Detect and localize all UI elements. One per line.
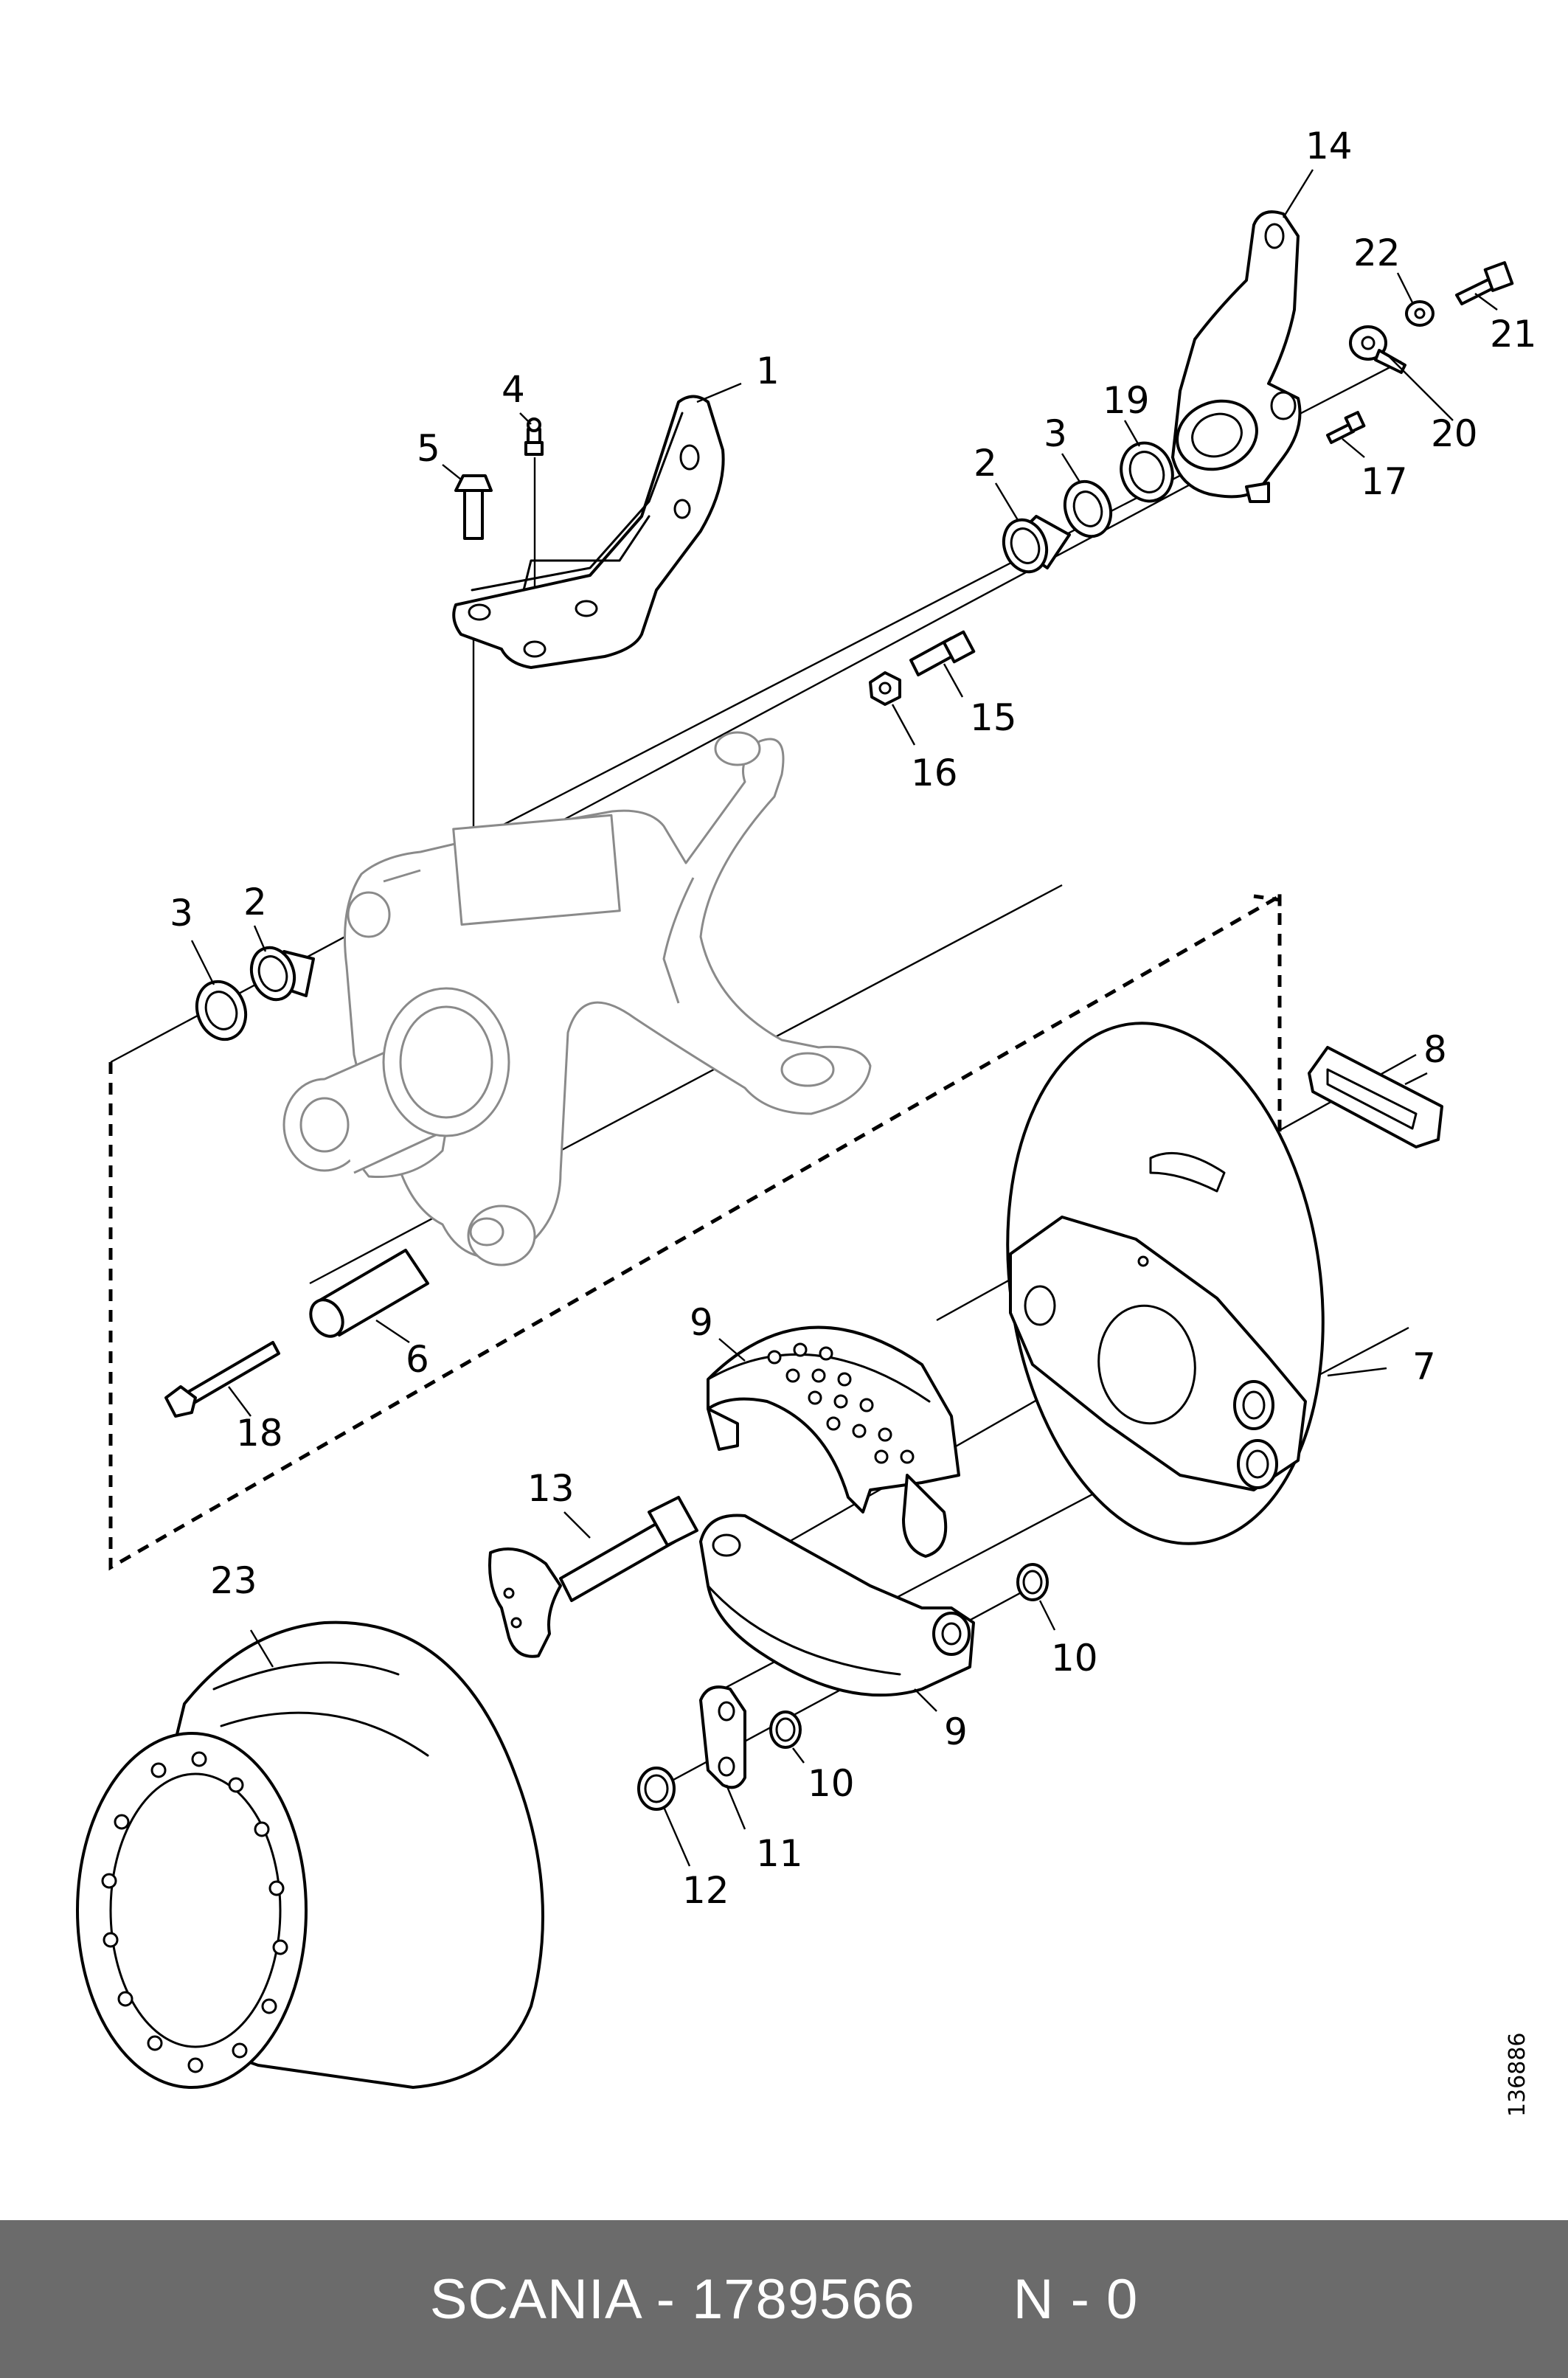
callout-22: 22 <box>1353 232 1401 274</box>
callout-20: 20 <box>1431 412 1478 455</box>
callout-11: 11 <box>756 1832 803 1875</box>
callout-16: 16 <box>911 752 958 794</box>
assembly-boundary-dashed-right <box>1253 894 1282 1173</box>
part-16-nut <box>869 671 901 706</box>
part-5-bolt <box>454 474 493 540</box>
part-14-steering-arm <box>1171 210 1302 503</box>
callout-5: 5 <box>417 427 440 470</box>
callout-19: 19 <box>1103 379 1150 422</box>
callout-14: 14 <box>1305 125 1353 167</box>
exploded-parts-diagram: 1 2 3 19 2 3 4 5 6 7 8 9 9 10 10 11 12 1… <box>76 125 1537 2089</box>
callout-13: 13 <box>527 1467 575 1510</box>
callout-15: 15 <box>970 696 1017 739</box>
part-4-grease-nipple <box>524 417 544 456</box>
callout-12: 12 <box>682 1869 729 1912</box>
part-2-bushing-upper <box>1002 515 1071 574</box>
part-19-thrust-bearing <box>1120 441 1174 503</box>
callout-18: 18 <box>236 1412 283 1455</box>
footer-bar: SCANIA - 1789566 N - 0 <box>0 2220 1568 2378</box>
part-23-brake-drum <box>76 1620 544 2089</box>
part-7-backing-plate <box>1006 1022 1325 1545</box>
part-21-screw <box>1455 261 1514 305</box>
part-22-washer <box>1405 300 1435 327</box>
part-12-circlip <box>637 1767 676 1811</box>
part-18-bolt <box>164 1341 280 1418</box>
part-9-brake-shoe-upper <box>707 1325 960 1558</box>
callout-10: 10 <box>1051 1637 1098 1679</box>
callout-17: 17 <box>1361 460 1408 503</box>
callout-9: 9 <box>944 1710 968 1753</box>
callout-9: 9 <box>690 1301 713 1344</box>
part-10-ring-upper <box>1016 1563 1049 1601</box>
part-3-seal-lower <box>195 980 248 1041</box>
part-2-bushing-lower <box>249 946 315 1002</box>
callout-4: 4 <box>502 368 525 411</box>
part-20-adjuster <box>1349 325 1406 374</box>
callout-23: 23 <box>210 1559 257 1602</box>
part-13-cam-shaft <box>488 1496 698 1658</box>
drawing-reference-number: 136886 <box>1505 2032 1530 2117</box>
part-15-bolt <box>909 630 976 676</box>
leader-lines <box>190 169 1498 1867</box>
callout-21: 21 <box>1490 313 1537 356</box>
callout-labels: 1 2 3 19 2 3 4 5 6 7 8 9 9 10 10 11 12 1… <box>170 125 1537 1912</box>
callout-10: 10 <box>808 1762 855 1805</box>
part-11-link-plate <box>699 1685 746 1789</box>
callout-3: 3 <box>1044 412 1067 455</box>
footer-part-number: SCANIA - 1789566 N - 0 <box>429 2267 1139 2331</box>
callout-2: 2 <box>974 442 997 485</box>
callout-3: 3 <box>170 892 193 935</box>
callout-8: 8 <box>1423 1028 1447 1071</box>
part-1-bracket <box>452 395 725 669</box>
callout-2: 2 <box>243 881 267 923</box>
callout-1: 1 <box>756 350 780 392</box>
part-17-screw <box>1326 411 1366 444</box>
callout-6: 6 <box>406 1338 429 1381</box>
part-3-seal-upper <box>1063 479 1113 538</box>
part-8-cover-plate <box>1308 1046 1443 1148</box>
assembly-boundary-dashed <box>108 892 1282 1571</box>
part-9-brake-shoe-lower <box>699 1514 975 1697</box>
drum-bolt-holes <box>101 1751 288 2073</box>
lining-rivets <box>767 1342 915 1464</box>
part-10-ring-lower <box>769 1710 802 1749</box>
axle-beam <box>282 731 872 1266</box>
callout-7: 7 <box>1412 1345 1436 1388</box>
part-6-pin <box>309 1249 429 1338</box>
